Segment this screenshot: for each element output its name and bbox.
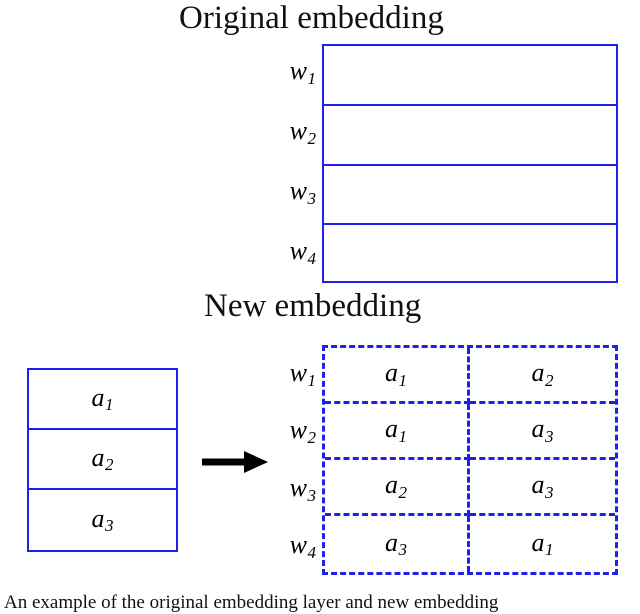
new-row-label-w3-sub: 3 bbox=[307, 485, 317, 505]
new-row-label-w1-sub: 1 bbox=[307, 370, 317, 390]
original-row-label-w3: w3 bbox=[258, 178, 316, 207]
shared-vector-table: a1 a2 a3 bbox=[27, 368, 178, 552]
new-row-label-w4-sub: 4 bbox=[307, 542, 317, 562]
original-embedding-title: Original embedding bbox=[179, 0, 444, 36]
table-row bbox=[324, 225, 616, 285]
original-embedding-table bbox=[322, 44, 618, 283]
original-row-label-w4-base: w bbox=[289, 236, 307, 265]
cell-value-r4c1: a3 bbox=[385, 527, 408, 560]
new-row-label-w1: w1 bbox=[258, 360, 316, 389]
vector-label-a2-sub: 2 bbox=[105, 455, 114, 475]
original-row-label-w2-sub: 2 bbox=[307, 128, 317, 148]
new-row-label-w4-base: w bbox=[289, 530, 307, 559]
cell-value-r2c1: a1 bbox=[385, 416, 407, 445]
cell-value-r3c2-sub: 3 bbox=[545, 482, 554, 502]
table-row bbox=[324, 106, 616, 166]
cell-value-r3c1: a2 bbox=[385, 472, 407, 501]
vector-label-a2: a2 bbox=[91, 442, 114, 475]
grid-cell-r2c2: a3 bbox=[470, 404, 615, 460]
cell-value-r2c2-sub: 3 bbox=[545, 426, 554, 446]
cell-value-r4c2: a1 bbox=[531, 527, 554, 560]
list-item: a2 bbox=[29, 430, 176, 490]
vector-label-a1-base: a bbox=[91, 382, 105, 412]
original-row-label-w2-base: w bbox=[289, 116, 307, 145]
grid-cell-r3c2: a3 bbox=[470, 460, 615, 516]
figure-caption: An example of the original embedding lay… bbox=[4, 592, 499, 613]
list-item: a3 bbox=[29, 490, 176, 550]
cell-value-r3c1-base: a bbox=[385, 470, 398, 500]
cell-value-r1c2: a2 bbox=[532, 360, 554, 389]
original-row-label-w1-sub: 1 bbox=[307, 68, 317, 88]
new-row-label-w2: w2 bbox=[258, 417, 316, 446]
cell-value-r1c1: a1 bbox=[385, 360, 407, 389]
vector-label-a1-sub: 1 bbox=[105, 395, 114, 415]
new-row-label-w2-sub: 2 bbox=[307, 427, 317, 447]
new-row-label-w4: w4 bbox=[258, 532, 316, 561]
list-item: a1 bbox=[29, 370, 176, 430]
new-embedding-table: a1 a2 a1 a3 a2 a3 a3 a1 bbox=[322, 345, 618, 575]
vector-label-a3-base: a bbox=[91, 503, 105, 533]
new-row-label-w3-base: w bbox=[289, 473, 307, 502]
cell-value-r4c1-base: a bbox=[385, 527, 398, 557]
original-row-label-w4-sub: 4 bbox=[307, 248, 317, 268]
vector-label-a1: a1 bbox=[91, 382, 114, 415]
table-row bbox=[324, 166, 616, 226]
vector-label-a3: a3 bbox=[91, 503, 114, 536]
vector-label-a3-sub: 3 bbox=[105, 516, 114, 536]
grid-cell-r3c1: a2 bbox=[325, 460, 470, 516]
cell-value-r2c1-sub: 1 bbox=[398, 426, 408, 446]
cell-value-r1c1-base: a bbox=[385, 358, 398, 388]
original-row-label-w3-base: w bbox=[289, 176, 307, 205]
original-row-label-w2: w2 bbox=[258, 118, 316, 147]
vector-label-a2-base: a bbox=[91, 442, 105, 472]
right-arrow-icon bbox=[202, 451, 268, 473]
cell-value-r2c2: a3 bbox=[532, 416, 554, 445]
original-row-label-w3-sub: 3 bbox=[307, 188, 317, 208]
original-row-label-w4: w4 bbox=[258, 238, 316, 267]
cell-value-r1c1-sub: 1 bbox=[398, 370, 408, 390]
grid-cell-r4c1: a3 bbox=[325, 516, 470, 572]
new-row-label-w1-base: w bbox=[289, 358, 307, 387]
cell-value-r2c1-base: a bbox=[385, 414, 398, 444]
cell-value-r2c2-base: a bbox=[531, 414, 545, 444]
original-row-label-w1-base: w bbox=[289, 56, 307, 85]
grid-cell-r2c1: a1 bbox=[325, 404, 470, 460]
table-row bbox=[324, 46, 616, 106]
cell-value-r4c2-base: a bbox=[531, 527, 545, 557]
grid-cell-r4c2: a1 bbox=[470, 516, 615, 572]
grid-cell-r1c2: a2 bbox=[470, 348, 615, 404]
new-row-label-w2-base: w bbox=[289, 415, 307, 444]
new-row-label-w3: w3 bbox=[258, 475, 316, 504]
grid-cell-r1c1: a1 bbox=[325, 348, 470, 404]
cell-value-r1c2-base: a bbox=[531, 358, 545, 388]
cell-value-r4c2-sub: 1 bbox=[545, 540, 554, 560]
cell-value-r3c1-sub: 2 bbox=[398, 482, 408, 502]
original-row-label-w1: w1 bbox=[258, 58, 316, 87]
cell-value-r1c2-sub: 2 bbox=[545, 370, 554, 390]
cell-value-r3c2-base: a bbox=[531, 470, 545, 500]
cell-value-r4c1-sub: 3 bbox=[398, 540, 408, 560]
cell-value-r3c2: a3 bbox=[532, 472, 554, 501]
new-embedding-title: New embedding bbox=[204, 288, 422, 324]
